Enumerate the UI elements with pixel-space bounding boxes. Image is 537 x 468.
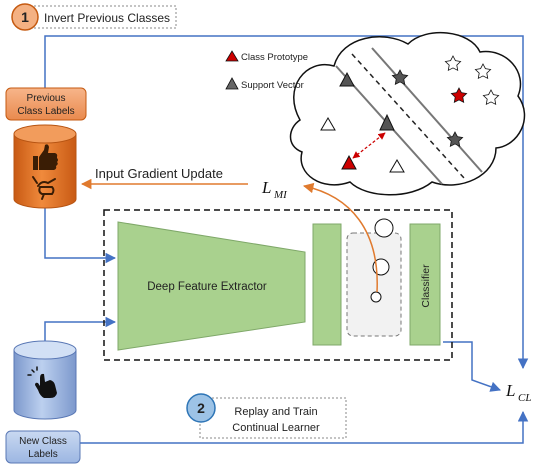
step1-label: Invert Previous Classes [44,11,170,25]
support-vector-triangle-top [339,71,355,87]
step1-number: 1 [21,9,29,25]
support-vector-triangle-mid [379,113,395,131]
deep-feature-extractor: Deep Feature Extractor [117,221,306,351]
previous-class-labels-line1: Previous [27,93,66,104]
previous-data-cylinder [13,124,77,209]
step1-circle [11,3,39,31]
step2-header: 2 Replay and Train Continual Learner [186,393,347,439]
step2-line1: Replay and Train [234,406,317,418]
star-sample [474,63,492,80]
legend-prototype-marker [225,50,239,62]
thumbs-up-icon [33,144,58,170]
feature-bubble-large [374,218,394,238]
step2-line2: Continual Learner [232,422,320,434]
legend-support-marker [225,77,239,90]
extractor-trapezoid [117,221,306,351]
step2-number: 2 [197,400,205,416]
classifier-block: Classifier [409,223,441,346]
prototype-distance-arrow [352,132,386,159]
cloud-outline [289,31,526,196]
new-labels-to-loss-arrow [80,410,529,444]
support-vector-star [391,69,409,86]
shaka-hand-icon [32,176,56,200]
star-sample [482,89,500,106]
tap-hand-icon [27,366,57,398]
feature-bubble-small [370,291,382,303]
new-data-cylinder [13,340,77,420]
blue-cylinder-top [13,340,77,360]
triangle-sample [320,117,336,131]
feature-layer-bar [312,223,342,346]
previous-class-labels: Previous Class Labels [5,87,87,121]
new-class-labels-box [5,430,81,464]
decision-boundary [351,53,465,179]
orange-cylinder-top [13,124,77,144]
feature-pool-box [346,232,402,337]
classifier-bar [409,223,441,346]
classifier-label: Classifier [420,264,432,308]
orange-cylinder-body [13,133,77,209]
model-boundary [103,209,453,361]
margin-line-right [371,47,483,173]
previous-class-labels-box [5,87,87,121]
new-class-labels: New Class Labels [5,430,81,464]
step1-header: 1 Invert Previous Classes [11,3,177,31]
step2-label-box [199,397,347,439]
loss-cl: L CL [505,381,531,404]
step2-circle [186,393,216,423]
legend-prototype-label: Class Prototype [241,52,308,63]
legend: Class Prototype Support Vector [225,50,308,91]
top-feedback-arrow [44,35,529,370]
new-data-to-extractor-arrow [44,316,117,343]
new-class-labels-line1: New Class [19,436,67,447]
input-gradient-update: Input Gradient Update [80,166,248,190]
loss-cl-subscript: CL [518,392,531,404]
class-prototype-triangle [341,154,357,170]
loss-mi-symbol: L [261,178,271,197]
star-sample [444,55,462,72]
legend-support-label: Support Vector [241,80,304,91]
feature-to-lmi-arrow [302,182,378,293]
support-vector-star [446,131,464,148]
flow-connectors [44,35,529,444]
loss-cl-symbol: L [505,381,515,400]
input-gradient-label: Input Gradient Update [95,166,223,181]
extractor-label: Deep Feature Extractor [147,281,267,293]
loss-mi: L MI [261,178,288,201]
new-class-labels-line2: Labels [28,449,57,460]
loss-mi-subscript: MI [273,189,288,201]
class-prototype-star [450,87,468,104]
previous-class-labels-line2: Class Labels [17,106,74,117]
feature-space-cloud: Class Prototype Support Vector [225,31,526,196]
triangle-sample [389,159,405,173]
prev-data-to-extractor-arrow [44,207,117,264]
classifier-to-loss-arrow [443,341,501,392]
feature-pool [346,218,402,337]
